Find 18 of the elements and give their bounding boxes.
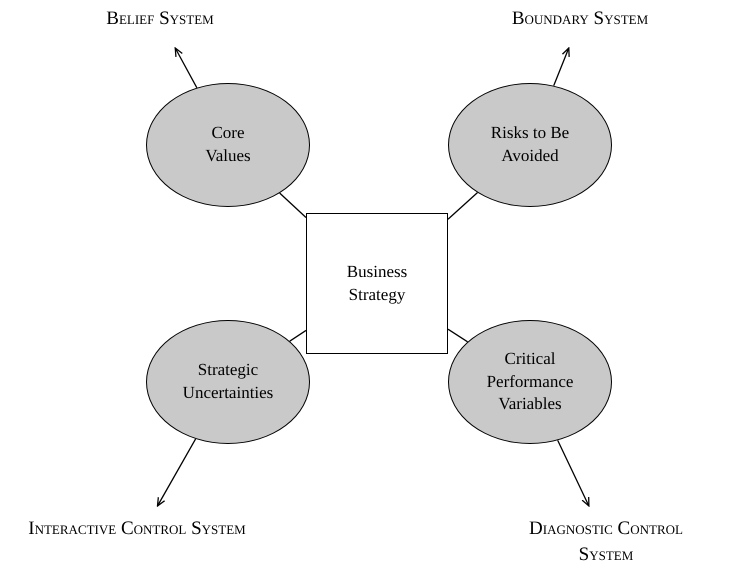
node-text: Core Values [204, 122, 252, 167]
connector-line [279, 192, 306, 218]
arrow [156, 438, 196, 507]
arrow [174, 47, 198, 88]
connector-line [448, 328, 468, 342]
strategy-box [306, 213, 448, 354]
arrow [553, 47, 570, 86]
node-text: Business Strategy [346, 260, 408, 306]
system-label: Boundary System [512, 7, 648, 31]
system-label: Interactive Control System [28, 517, 246, 541]
node-text: Risks to Be Avoided [490, 122, 570, 167]
node-text: Strategic Uncertainties [182, 359, 274, 404]
system-label: Diagnostic Control System [528, 517, 684, 567]
connector-line [448, 192, 478, 220]
node-text: Critical Performance Variables [486, 348, 574, 416]
arrow [557, 440, 590, 507]
connector-line [289, 330, 306, 342]
system-label: Belief System [106, 7, 214, 31]
